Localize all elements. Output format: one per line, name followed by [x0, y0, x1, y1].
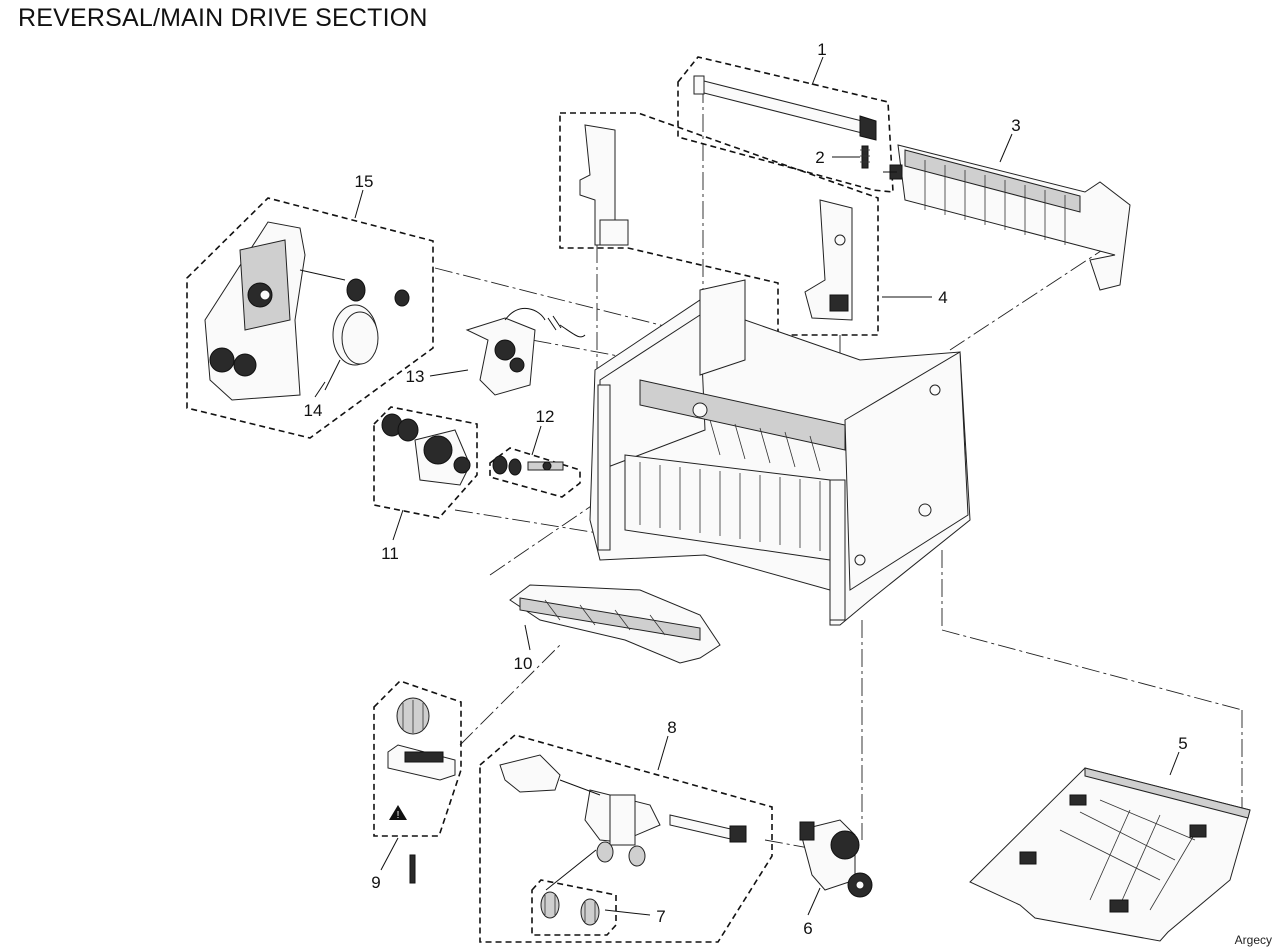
callout-11: 11: [381, 544, 399, 563]
part-10-guide: [509, 584, 721, 664]
callout-12: 12: [536, 407, 555, 426]
group-outline-1: [677, 56, 894, 193]
part-8-feed-assembly: [499, 754, 747, 891]
callout-14: 14: [304, 401, 323, 420]
callout-13: 13: [406, 367, 425, 386]
callout-9: 9: [371, 873, 380, 892]
callout-15: 15: [355, 172, 374, 191]
callout-8: 8: [667, 718, 676, 737]
callout-leaders: [314, 56, 1180, 916]
part-5-tray: [969, 767, 1251, 942]
connector-lines: [434, 85, 1243, 851]
watermark-text: Argecy: [1234, 933, 1272, 947]
page-title: REVERSAL/MAIN DRIVE SECTION: [18, 4, 428, 32]
part-3-reversal-assembly: [883, 144, 1131, 291]
group-outlines: [186, 56, 894, 943]
part-7-rollers: [540, 891, 600, 926]
callout-1: 1: [817, 40, 826, 59]
callout-5: 5: [1178, 734, 1187, 753]
part-4-brackets: [579, 124, 853, 321]
callout-numbers: 1 2 3 4 5 6 7 8 9 10 11 12 13 14 15: [304, 40, 1188, 938]
group-outline-12: [489, 447, 581, 498]
group-outline-4: [559, 112, 879, 336]
callout-10: 10: [514, 654, 533, 673]
part-11-gear-bracket: [381, 413, 471, 486]
callout-2: 2: [815, 148, 824, 167]
group-outline-11: [373, 406, 478, 519]
callout-6: 6: [803, 919, 812, 938]
part-6-drive-gear: [799, 819, 873, 898]
svg-text:!: !: [397, 810, 400, 821]
part-12-shaft-gears: [492, 455, 564, 476]
group-outline-9: [373, 680, 462, 837]
part-2-spring: [860, 145, 870, 169]
callout-4: 4: [938, 288, 947, 307]
part-9-pad: !: [387, 697, 456, 884]
group-outline-8: [479, 734, 773, 943]
part-1-roller: [693, 75, 877, 141]
main-frame: [589, 279, 971, 626]
callout-7: 7: [656, 907, 665, 926]
callout-3: 3: [1011, 116, 1020, 135]
part-15-main-drive-assembly: [204, 221, 346, 401]
group-outline-15: [186, 197, 434, 439]
part-13-motor-bracket: [465, 308, 586, 396]
group-outline-7: [531, 879, 617, 936]
part-14-motor: [324, 278, 410, 391]
